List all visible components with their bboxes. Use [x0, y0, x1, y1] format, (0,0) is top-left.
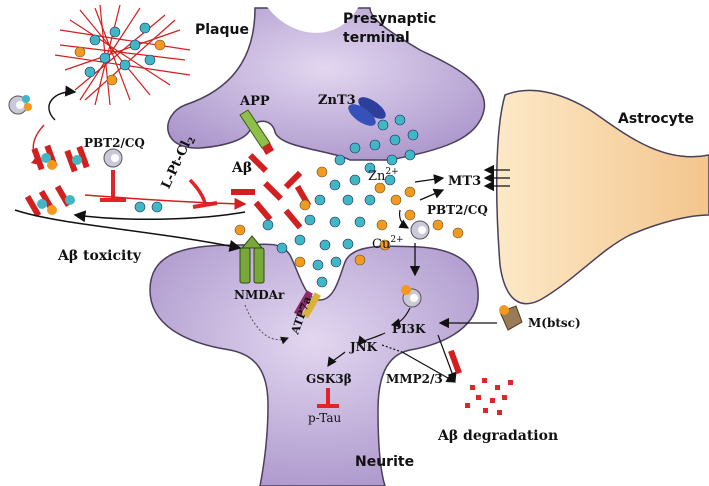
chelator-icon: [103, 148, 123, 168]
label-zn: Zn2+: [368, 167, 399, 184]
label-neurite: Neurite: [355, 454, 414, 470]
label-gsk3b: GSK3β: [306, 372, 352, 386]
atp7a-transporter: [293, 290, 321, 319]
app-protein: [239, 109, 274, 155]
metal-complex-icon: [499, 305, 523, 331]
label-pbt2-cq-right: PBT2/CQ: [427, 203, 488, 217]
label-pi3k: PI3K: [392, 322, 426, 336]
chelator-icon: [8, 95, 32, 115]
label-abeta-toxicity: Aβ toxicity: [57, 248, 142, 264]
label-pbt2-cq-left: PBT2/CQ: [84, 136, 145, 150]
label-mt3: MT3: [448, 174, 481, 189]
label-presynaptic: Presynaptic: [343, 11, 436, 27]
label-znt3: ZnT3: [318, 93, 356, 108]
label-terminal: terminal: [343, 30, 410, 46]
label-abeta: Aβ: [231, 160, 252, 176]
label-cu: Cu2+: [372, 235, 404, 252]
label-m-btsc: M(btsc): [528, 316, 581, 330]
inhibit-marker-pbt2: [100, 170, 126, 202]
chelator-icon: [410, 220, 430, 240]
receptor-icon: [239, 235, 265, 284]
abeta-oligomers-left: [24, 144, 90, 218]
transporter-icon: [348, 97, 386, 126]
zinc-ions: [262, 114, 419, 288]
abeta-degradation-fragments: [465, 378, 513, 415]
chelator-icon: [401, 285, 422, 308]
label-mmp: MMP2/3: [386, 372, 443, 386]
plaque-fibrils: [54, 4, 191, 106]
label-app: APP: [239, 94, 270, 109]
copper-ions: [234, 166, 464, 268]
label-astrocyte: Astrocyte: [618, 111, 694, 127]
label-abeta-degradation: Aβ degradation: [437, 428, 558, 444]
plaque-zinc-ions: [74, 22, 166, 86]
label-plaque: Plaque: [195, 22, 249, 38]
label-ptau: p-Tau: [308, 411, 342, 425]
astrocyte-process: [495, 89, 709, 305]
label-jnk: JNK: [349, 340, 378, 354]
label-nmdar: NMDAr: [234, 288, 285, 302]
inhibit-marker-gsk3b: [317, 388, 339, 408]
postsynaptic-neurite: [149, 243, 479, 486]
